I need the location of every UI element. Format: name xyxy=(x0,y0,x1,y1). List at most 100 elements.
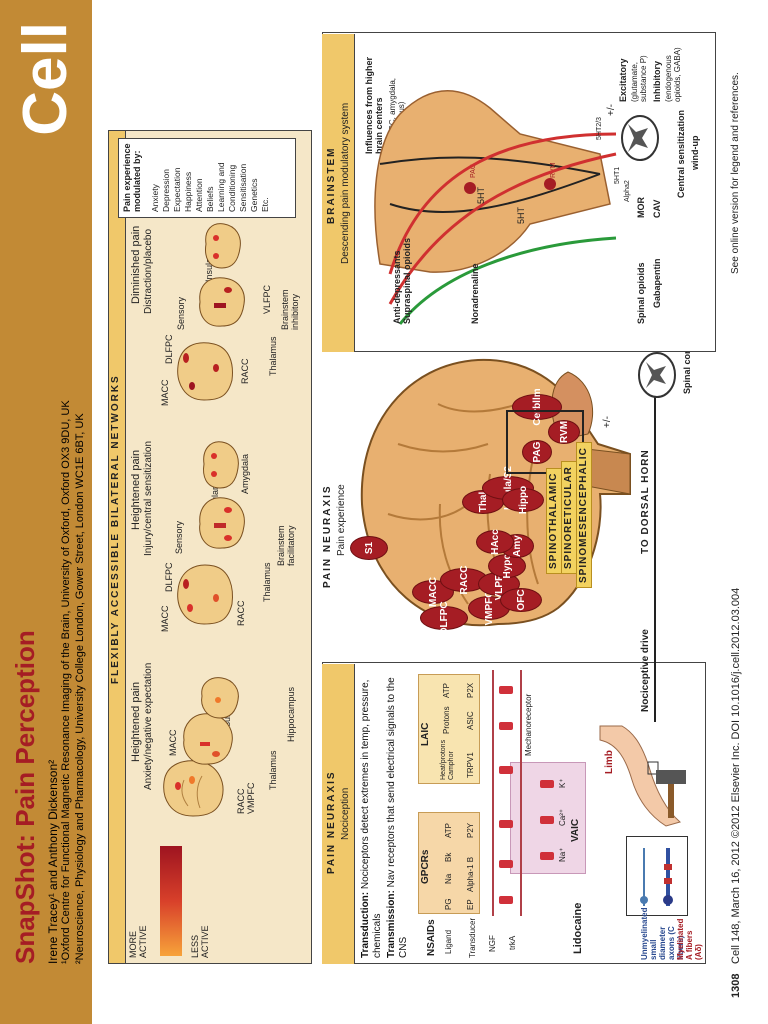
laic-trpv1: TRPV1 xyxy=(466,752,475,778)
antidepressants-label: Anti-depressants Supraspinal opioids xyxy=(392,238,412,324)
antidep-text: Anti-depressants xyxy=(392,250,402,324)
vaic-channel-3 xyxy=(540,780,554,788)
channel-5 xyxy=(499,722,513,730)
laic-ligand-heat: Heat/protons Camphor xyxy=(440,739,455,780)
brain-sagittal-inj xyxy=(177,564,233,625)
gabapentin-label: Gabapentin xyxy=(652,258,662,308)
descending-pathways xyxy=(388,132,617,325)
cav-label: CAV xyxy=(652,199,662,218)
region-hippo: Hippo xyxy=(502,486,544,514)
receptor-5ht1: 5HT1 xyxy=(614,166,621,184)
to-dorsal-horn: TO DORSAL HORN xyxy=(640,449,651,554)
scale-less-label: LESS ACTIVE xyxy=(190,925,210,958)
authors: Irene Tracey¹ and Anthony Dickenson² xyxy=(46,759,60,964)
path-spinothalamic: SPINOTHALAMIC xyxy=(546,467,562,574)
page-title: SnapShot: Pain Perception xyxy=(10,630,40,964)
ion-k: K⁺ xyxy=(558,778,567,788)
neuraxis-subtitle: Pain experience xyxy=(336,484,347,556)
transducer-p2y: P2Y xyxy=(466,822,475,838)
neuraxis-plusminus: +/- xyxy=(602,416,613,428)
channel-6 xyxy=(499,686,513,694)
modulated-item: Etc. xyxy=(260,197,270,212)
label-dim-sensory: Sensory xyxy=(176,296,186,330)
mor-label: MOR xyxy=(636,197,646,218)
label-dim-macc: MACC xyxy=(160,379,170,407)
gpcr-label: GPCRs xyxy=(420,849,431,884)
modulated-item: Learning and Conditioning xyxy=(216,162,237,212)
fiveht-label-1: 5HT xyxy=(516,206,526,224)
spinal-opioids-label: Spinal opioids xyxy=(636,262,646,324)
heightened-anx-title: Heightened pain xyxy=(130,681,142,762)
vmpfc-text: VMPFC xyxy=(246,782,256,815)
ligand-pg: PG xyxy=(444,898,453,910)
label-thalamus: Thalamus xyxy=(268,750,278,790)
modulated-item: Anxiety xyxy=(150,184,160,212)
excitatory-label: Excitatory xyxy=(618,58,628,102)
nociceptive-drive-arrow xyxy=(654,372,656,722)
limb-illustration xyxy=(599,725,682,827)
channel-4 xyxy=(499,766,513,774)
heightened-inj-sub: Injury/central sensitization xyxy=(143,440,154,556)
channel-3 xyxy=(499,820,513,828)
windup-label: wind-up xyxy=(690,135,700,171)
region-ofc: OFC xyxy=(500,588,542,612)
transducer-alpha: Alpha-1 B xyxy=(466,856,475,892)
facilitatory-text: facilitatory xyxy=(286,525,296,566)
membrane-top xyxy=(492,670,494,916)
page-number: 1308 xyxy=(730,973,742,998)
online-note: See online version for legend and refere… xyxy=(730,72,741,274)
affiliation-2: ²Neuroscience, Physiology and Pharmacolo… xyxy=(74,413,86,964)
label-inj-racc: RACC xyxy=(236,600,246,626)
transduction-label: Transduction: xyxy=(360,891,371,958)
nociceptive-drive-label: Nociceptive drive xyxy=(640,629,651,712)
vaic-channel-2 xyxy=(540,816,554,824)
racc-text: RACC xyxy=(236,788,246,814)
path-spinoreticular: SPINORETICULAR xyxy=(561,461,577,574)
supraspinal-text: Supraspinal opioids xyxy=(402,237,412,324)
label-dim-racc: RACC xyxy=(240,358,250,384)
spinal-cord-label: Spinal cord xyxy=(682,344,692,394)
noradrenaline-label: Noradrenaline xyxy=(470,263,480,324)
modulated-item: Happiness xyxy=(183,171,193,212)
activity-scale-bar xyxy=(160,846,182,956)
transducer-label: Transducer xyxy=(468,917,477,958)
laic-asic: ASIC xyxy=(466,711,475,730)
spinal-cord-section xyxy=(638,352,676,398)
laic-p2x: P2X xyxy=(466,682,475,698)
transmission-text: Transmission: Nav receptors that send el… xyxy=(386,668,410,958)
region-s1: S1 xyxy=(350,536,388,560)
modulated-item: Beliefs xyxy=(205,186,215,212)
path-spinomesencephalic: SPINOMESENCEPHALIC xyxy=(576,442,592,588)
modulated-item: Expectation xyxy=(172,167,182,212)
excitatory-sub: (glutamate, substance P) xyxy=(630,55,648,102)
ngf-label: NGF xyxy=(488,935,497,952)
vaic-channel-1 xyxy=(540,852,554,860)
modulated-item: Attention xyxy=(194,178,204,212)
label-inj-thalamus: Thalamus xyxy=(262,562,272,602)
neuraxis-title: PAIN NEURAXIS xyxy=(322,484,333,588)
hammer-icon xyxy=(656,770,686,818)
central-sensitization-label: Central sensitization xyxy=(676,109,686,198)
citation: Cell 148, March 16, 2012 ©2012 Elsevier … xyxy=(730,587,742,964)
brain-coronal-dim xyxy=(199,277,245,327)
ligand-bk: Bk xyxy=(444,852,453,862)
laic-label: LAIC xyxy=(420,722,431,746)
lidocaine-label: Lidocaine xyxy=(572,902,584,954)
inhibitory-sub: (endogenous opioids, GABA) xyxy=(664,47,682,102)
label-inj-sensory: Sensory xyxy=(174,520,184,554)
inhibitory-text: inhibitory xyxy=(290,293,300,330)
dorsal-horn-section xyxy=(621,115,659,161)
ligand-atp: ATP xyxy=(444,823,453,838)
heightened-inj-title: Heightened pain xyxy=(130,449,142,530)
brain-axial-inj xyxy=(203,441,239,489)
journal-logo: Cell xyxy=(11,22,80,136)
label-inj-macc: MACC xyxy=(160,605,170,633)
brainstem-subtitle: Descending pain modulatory system xyxy=(340,102,351,264)
laic-ligand-atp: ATP xyxy=(442,683,451,698)
ligand-na: Na xyxy=(444,873,453,884)
affiliation-1: ¹Oxford Centre for Functional Magnetic R… xyxy=(60,400,72,964)
